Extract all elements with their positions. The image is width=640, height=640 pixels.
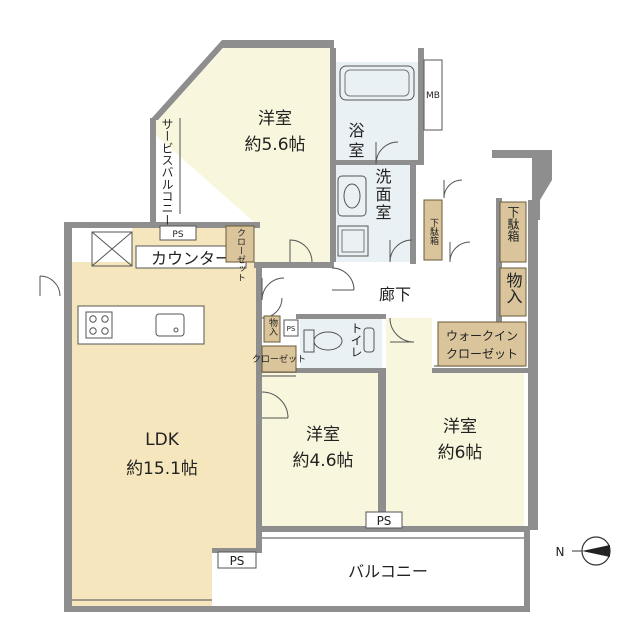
- counter-fixture: [91, 231, 133, 267]
- service-balcony-label: サービスバルコニー: [160, 118, 174, 226]
- western-right-size: 約6帖: [438, 443, 483, 463]
- walls: [64, 40, 552, 612]
- ps-top-box: [159, 225, 197, 241]
- shoe-box-small-label: 下駄箱: [428, 218, 439, 246]
- ps-mid-box: [365, 511, 403, 529]
- walk-in-closet-line1: ウォークイン: [446, 329, 518, 343]
- kitchen-sink-icon: [155, 313, 185, 337]
- closet-top-label: クローゼット: [235, 228, 246, 282]
- counter-label: カウンター: [151, 249, 231, 268]
- ps-bottom-box: [217, 551, 257, 569]
- walk-in-closet-box: [437, 321, 527, 367]
- ps-toilet-box: [283, 319, 299, 337]
- ldk-size: 約15.1帖: [126, 459, 198, 479]
- ps-mid: PS: [377, 514, 392, 528]
- bath-floor: [334, 62, 420, 162]
- western-top-name: 洋室: [258, 109, 292, 129]
- western-top-floor: [150, 46, 330, 264]
- washroom-floor: [334, 164, 412, 262]
- north-compass-icon: [572, 536, 611, 566]
- western-right-name: 洋室: [443, 417, 477, 437]
- storage-small-label: 物入: [267, 317, 278, 336]
- western-mid-size: 約4.6帖: [292, 451, 353, 471]
- walk-in-closet-line2: クローゼット: [446, 347, 518, 361]
- closet-top-box: [225, 225, 255, 263]
- ldk-floor: [70, 262, 260, 608]
- western-right-floor: [386, 318, 524, 528]
- toilet-label: トイレ: [349, 322, 363, 358]
- washing-machine-pan-icon: [337, 225, 369, 257]
- mb-cabinet: [423, 59, 443, 131]
- ldk-name: LDK: [145, 430, 180, 450]
- bathtub-icon: [339, 65, 415, 101]
- corridor-floor: [262, 268, 498, 318]
- wash-basin-icon: [337, 175, 367, 217]
- ps-bottom: PS: [230, 554, 245, 568]
- mb-label: MB: [426, 91, 440, 101]
- fixtures: [72, 59, 611, 601]
- closet-mid-box: [261, 345, 297, 373]
- corridor-label: 廊下: [379, 285, 411, 304]
- storage-room-label: 物入: [504, 272, 523, 304]
- ps-top: PS: [172, 230, 183, 240]
- western-mid-name: 洋室: [306, 425, 340, 445]
- bath-label: 浴室: [346, 122, 365, 162]
- western-mid-floor: [262, 372, 380, 526]
- closet-mid-label: クローゼット: [252, 353, 306, 365]
- western-top-size: 約5.6帖: [244, 135, 305, 155]
- toilet-icon: [303, 327, 375, 353]
- ps-toilet: PS: [287, 325, 296, 333]
- north-label: N: [556, 545, 565, 559]
- washroom-label: 洗面室: [373, 168, 392, 222]
- labels: LDK 約15.1帖 洋室 約5.6帖 洋室 約4.6帖 洋室 約6帖 浴室 洗…: [126, 91, 564, 581]
- floor-fills: [70, 46, 524, 608]
- shoe-box-small: [423, 199, 443, 261]
- storage-room-box: [499, 267, 527, 317]
- shoe-box: [499, 201, 527, 263]
- stove-icon: [85, 311, 113, 339]
- storage-small-box: [263, 315, 281, 343]
- shoe-box-label: 下駄箱: [506, 206, 520, 242]
- toilet-floor: [300, 318, 382, 368]
- balcony-label: バルコニー: [348, 562, 428, 581]
